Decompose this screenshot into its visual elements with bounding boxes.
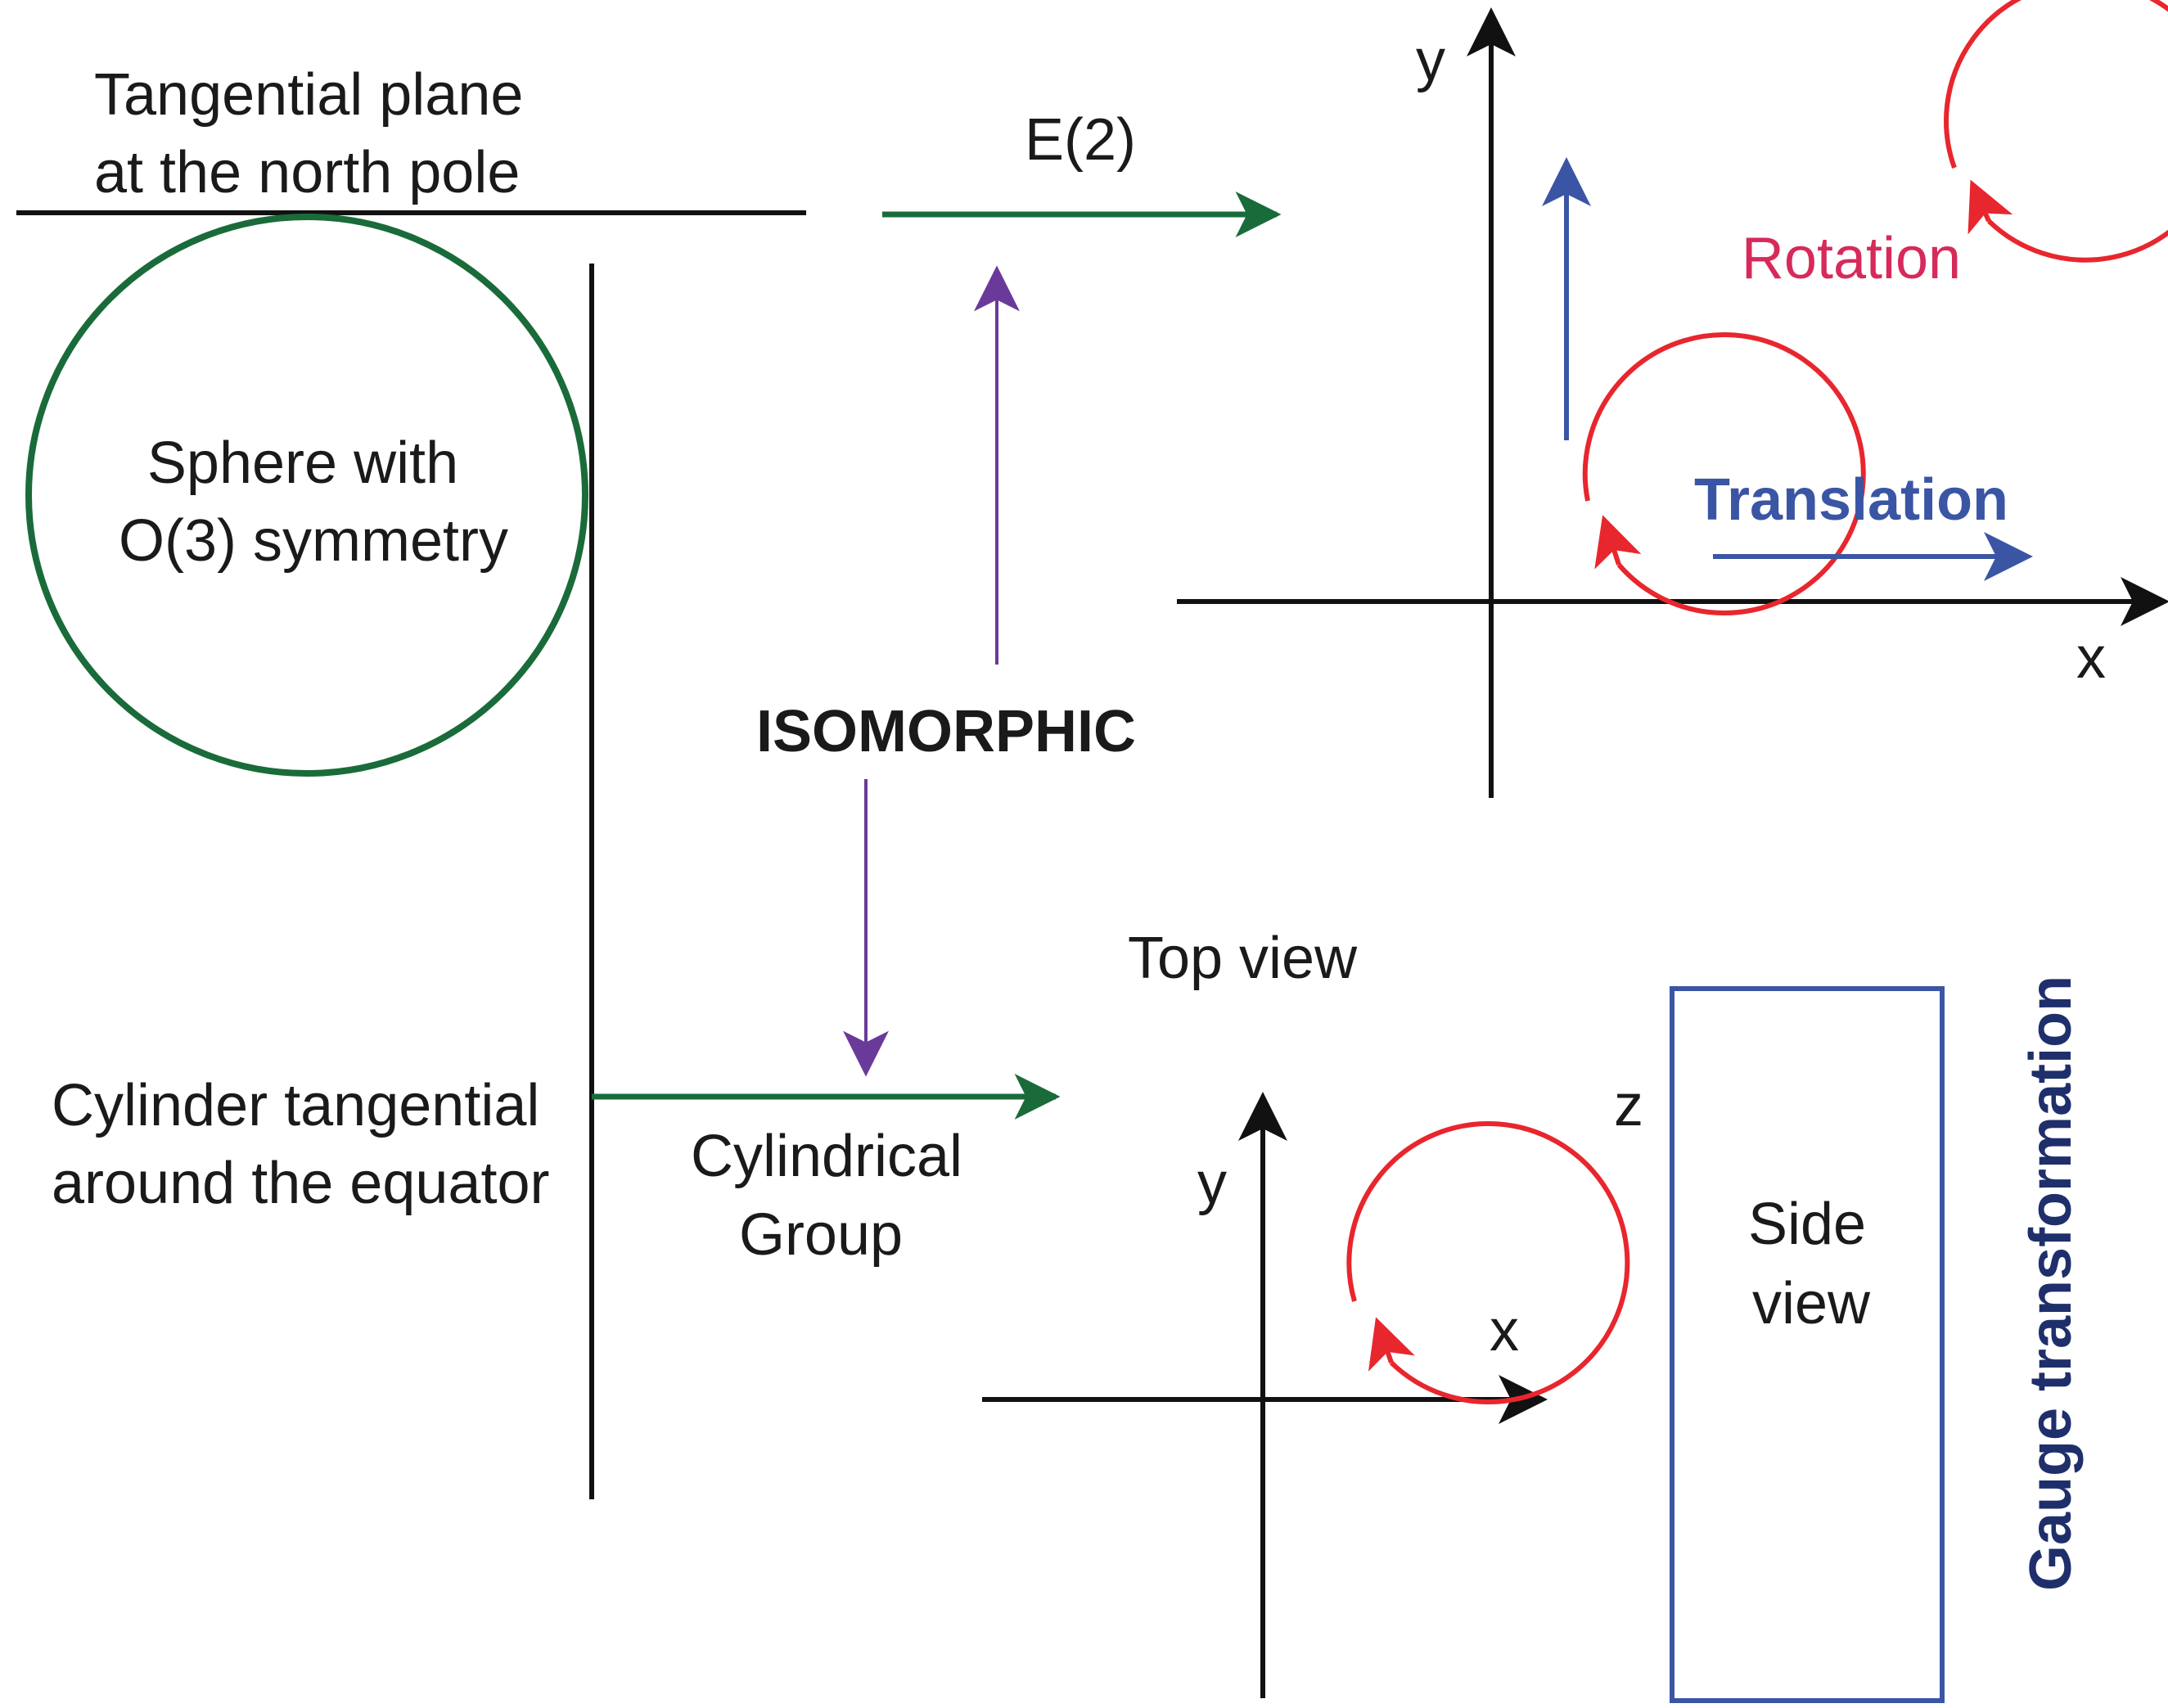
top-view-label: Top view <box>1128 926 1358 991</box>
tangential-plane-label-line1: Tangential plane <box>94 62 523 128</box>
cylindrical-group-label-line1: Cylindrical <box>691 1124 962 1189</box>
lower-rotation-arrowhead <box>1368 1317 1415 1372</box>
side-view-rect <box>1670 986 1945 1703</box>
cylinder-label-line2: around the equator <box>52 1151 549 1216</box>
lower-y-axis-label: y <box>1197 1151 1227 1216</box>
lower-rotation-circle <box>1346 1120 1630 1404</box>
side-view-label-line1: Side <box>1748 1192 1866 1257</box>
isomorphic-label: ISOMORPHIC <box>756 699 1136 764</box>
e2-label: E(2) <box>1025 107 1136 173</box>
sphere-label-line1: Sphere with <box>147 430 458 496</box>
rotation-label: Rotation <box>1742 226 1961 291</box>
sphere-circle <box>25 214 588 777</box>
cylindrical-group-label-line2: Group <box>739 1202 903 1268</box>
upper-rotation-circle <box>1582 332 1866 615</box>
gauge-transformation-label: Gauge transformation <box>2018 976 2084 1591</box>
upper-x-axis-label: x <box>2076 625 2106 691</box>
cylinder-label-line1: Cylinder tangential <box>52 1073 539 1138</box>
z-axis-label: z <box>1614 1073 1643 1138</box>
upper-rotation-arrowhead <box>1594 515 1642 570</box>
rotation-circle <box>1944 0 2168 263</box>
rotation-arrowhead <box>1967 179 2013 235</box>
sphere-label-line2: O(3) symmetry <box>119 508 508 574</box>
upper-y-axis-label: y <box>1416 28 1445 93</box>
tangential-plane-label-line2: at the north pole <box>94 140 520 205</box>
side-view-label-line2: view <box>1752 1271 1871 1336</box>
lower-x-axis-label: x <box>1490 1298 1519 1363</box>
translation-label: Translation <box>1694 467 2008 533</box>
